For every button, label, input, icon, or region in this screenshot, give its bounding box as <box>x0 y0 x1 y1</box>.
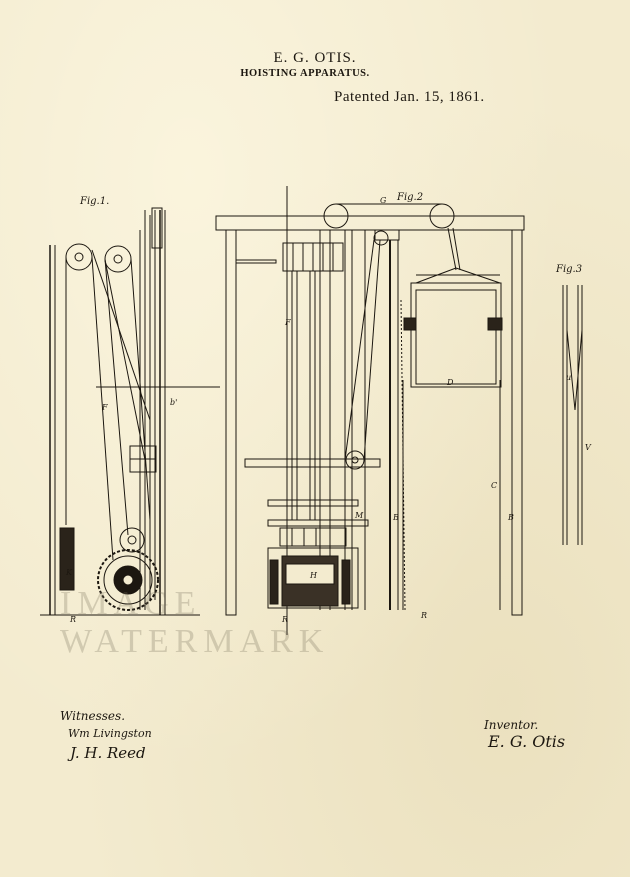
svg-text:M: M <box>354 511 364 520</box>
svg-text:R: R <box>420 611 427 620</box>
svg-text:C: C <box>491 481 497 490</box>
figure-3: Fig.3 V u <box>555 264 592 545</box>
figure-3-label: Fig.3 <box>555 264 582 275</box>
patent-date: Patented Jan. 15, 1861. <box>334 89 485 105</box>
svg-text:R: R <box>69 615 76 624</box>
svg-text:B: B <box>507 513 514 522</box>
patent-title: HOISTING APPARATUS. <box>240 68 370 79</box>
witness-signature-1: Wm Livingston <box>68 727 152 740</box>
inventor-signature: E. G. Otis <box>488 732 566 751</box>
svg-text:B: B <box>392 513 399 522</box>
figure-1: Fig.1. <box>40 196 220 624</box>
svg-text:V: V <box>585 443 592 452</box>
watermark: IMAGE WATERMARK <box>60 585 330 660</box>
figure-2-label: Fig.2 <box>396 192 423 203</box>
svg-text:u: u <box>566 373 571 382</box>
svg-text:F: F <box>101 403 108 412</box>
figure-2: Fig.2 G <box>215 186 525 635</box>
inventor-name: E. G. OTIS. <box>273 50 357 66</box>
witness-signature-2: J. H. Reed <box>70 744 146 762</box>
svg-text:D: D <box>446 378 454 387</box>
svg-text:R: R <box>281 615 288 624</box>
inventor-label: Inventor. <box>484 718 539 732</box>
witnesses-label: Witnesses. <box>60 709 126 723</box>
figure-1-label: Fig.1. <box>79 196 109 207</box>
svg-text:b': b' <box>170 398 177 407</box>
svg-text:G: G <box>380 196 387 205</box>
svg-text:F: F <box>284 318 291 327</box>
svg-text:K: K <box>65 568 73 577</box>
svg-text:H: H <box>309 571 318 580</box>
